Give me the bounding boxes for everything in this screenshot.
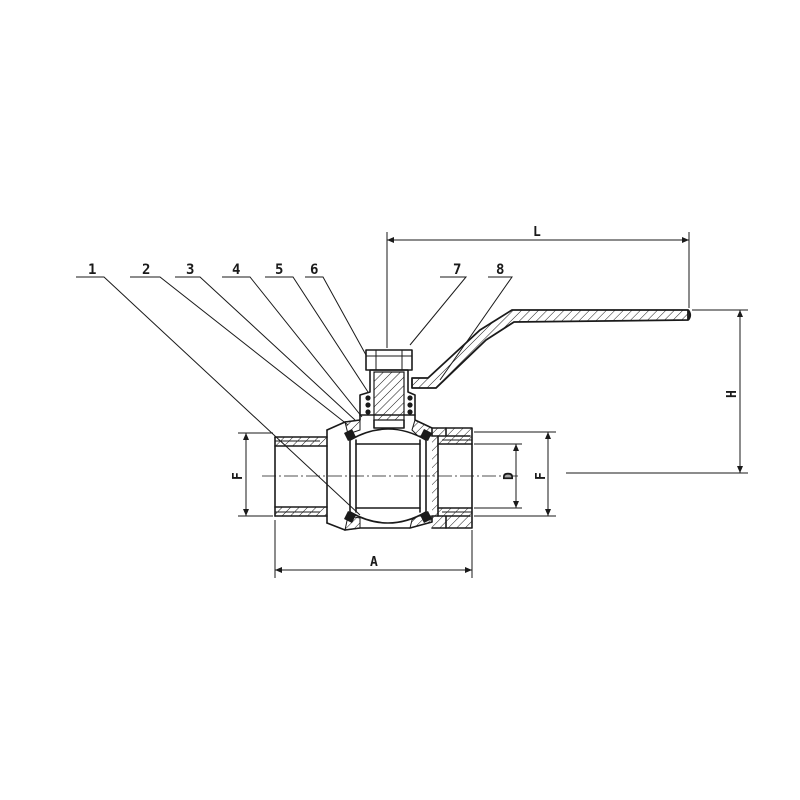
callout-6: 6 bbox=[310, 262, 318, 278]
callout-1: 1 bbox=[88, 262, 96, 278]
callout-5: 5 bbox=[275, 262, 283, 278]
dimension-F-right: F bbox=[474, 431, 556, 517]
dimension-F-left-label: F bbox=[231, 472, 246, 480]
right-female-end bbox=[431, 427, 473, 529]
dimension-D: D bbox=[474, 443, 522, 509]
callout-8: 8 bbox=[496, 262, 504, 278]
dimension-D-label: D bbox=[502, 472, 517, 480]
dimension-F-right-label: F bbox=[534, 472, 549, 480]
dimension-H-label: H bbox=[725, 390, 740, 398]
dimension-L-label: L bbox=[533, 225, 541, 240]
callout-7: 7 bbox=[453, 262, 461, 278]
callout-4: 4 bbox=[232, 262, 240, 278]
dimension-A: A bbox=[274, 520, 473, 578]
dimension-H: H bbox=[566, 309, 748, 474]
dimension-F-left: F bbox=[231, 432, 273, 517]
lever-handle bbox=[411, 309, 692, 389]
callout-2: 2 bbox=[142, 262, 150, 278]
dimension-A-label: A bbox=[370, 555, 378, 570]
dimension-L: L bbox=[386, 225, 690, 348]
stem-assembly bbox=[359, 349, 416, 429]
callout-leaders bbox=[76, 276, 513, 516]
callout-3: 3 bbox=[186, 262, 194, 278]
